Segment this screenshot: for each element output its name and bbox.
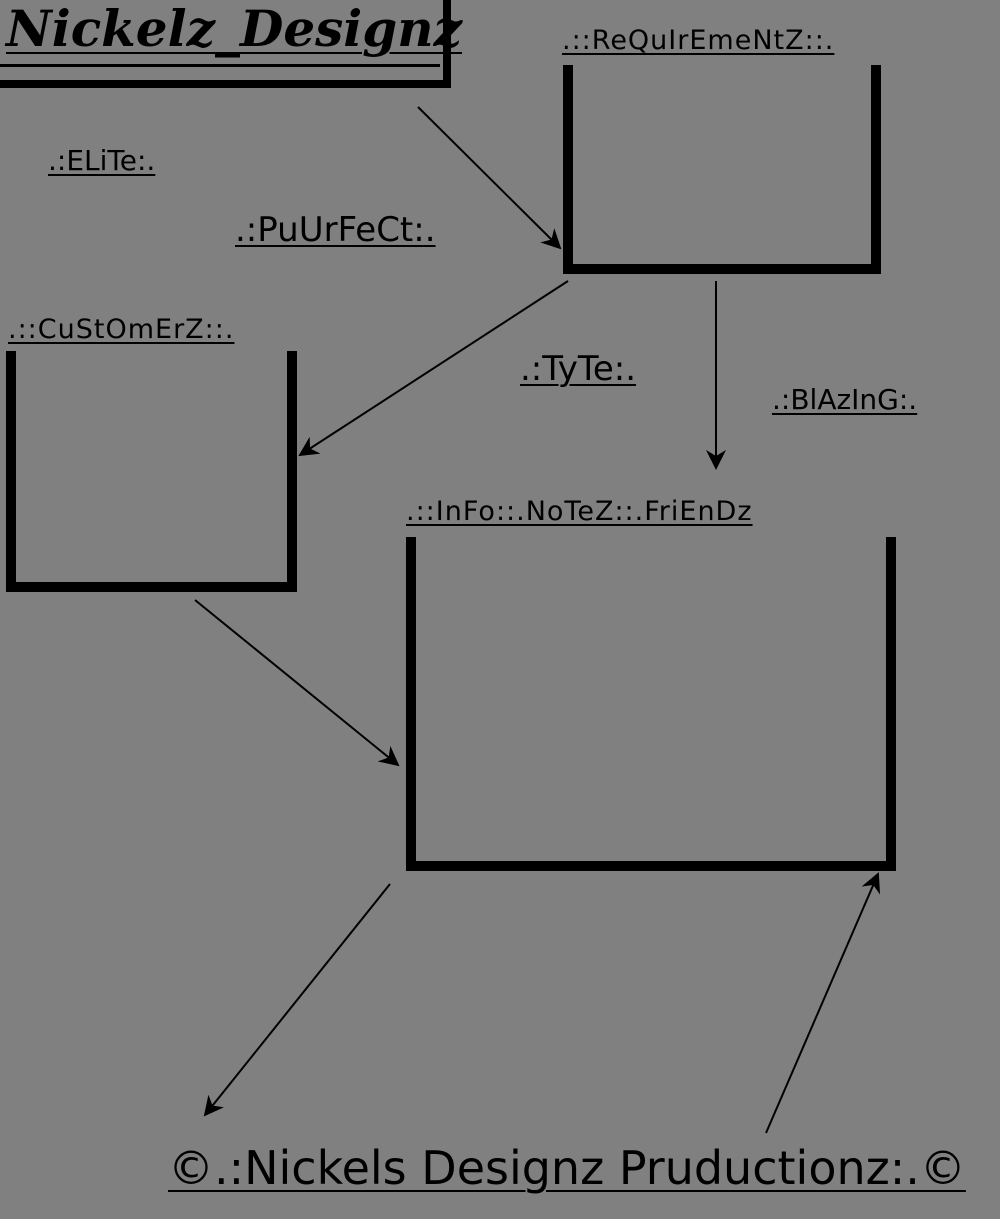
customers-title: .::CuStOmErZ::. <box>8 314 235 345</box>
requirements-box <box>563 65 881 274</box>
requirements-title: .::ReQuIrEmeNtZ::. <box>562 25 835 56</box>
blazing-tag: .:BlAzInG:. <box>772 383 918 416</box>
logo-underline-rule <box>0 64 440 67</box>
arrow-logo-to-requirements <box>417 106 562 250</box>
info-notes-friends-box <box>406 537 896 871</box>
elite-tag: .:ELiTe:. <box>48 144 156 177</box>
arrow-customers-to-info <box>194 599 400 767</box>
arrow-info-to-footer <box>203 883 391 1117</box>
customers-box <box>6 351 297 592</box>
logo-title: Nickelz_Designz <box>6 0 463 58</box>
arrow-footer-to-info <box>765 872 881 1134</box>
tyte-tag: .:TyTe:. <box>520 349 637 389</box>
logo-frame <box>0 0 451 88</box>
arrow-requirements-to-customers <box>298 280 569 457</box>
footer-copyright: ©.:Nickels Designz Pruductionz:.© <box>168 1141 966 1195</box>
puurfect-tag: .:PuUrFeCt:. <box>235 210 436 250</box>
info-notes-friends-title: .::InFo::.NoTeZ::.FriEnDz <box>406 496 753 527</box>
